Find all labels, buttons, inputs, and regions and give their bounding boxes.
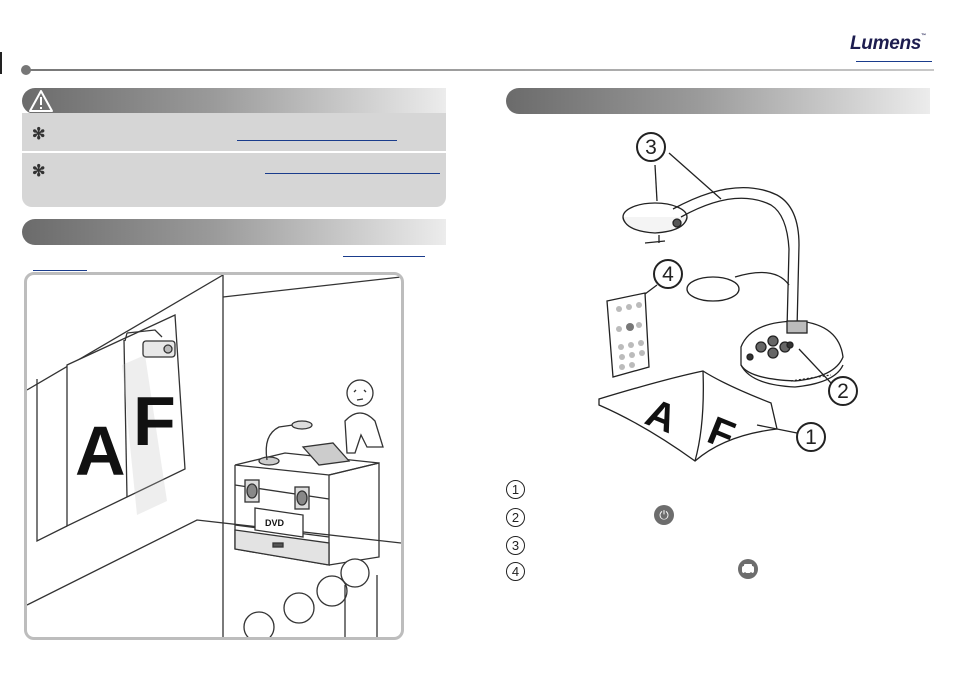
header-rule-dot — [21, 65, 31, 75]
header-rule — [28, 69, 934, 71]
note-1-link[interactable] — [237, 140, 397, 141]
warning-triangle-icon — [29, 90, 53, 112]
note-2-link[interactable] — [265, 173, 440, 174]
brand-trademark: ™ — [921, 33, 926, 39]
brand-logo: Lumens™ — [850, 33, 926, 55]
scene-header-bar — [22, 219, 446, 245]
product-illustration: 3 4 2 1 A F — [585, 125, 865, 470]
screen-letter-f: F — [133, 382, 176, 460]
note-bullet: ✻ — [32, 163, 46, 180]
screen-letter-a: A — [75, 412, 126, 490]
callout-3: 3 — [645, 136, 657, 159]
brand-name: Lumens — [850, 33, 922, 54]
warning-notes-divider — [22, 151, 446, 153]
classroom-illustration: A F DVD — [24, 272, 404, 640]
legend-number: 2 — [506, 508, 525, 527]
warning-notes-box — [22, 113, 446, 207]
legend-item-4: 4 — [506, 559, 866, 584]
legend-number: 4 — [506, 562, 525, 581]
document-camera-diagram: 3 4 2 1 A F — [598, 132, 858, 462]
legend-item-1: 1 — [506, 480, 866, 502]
legend-number: 3 — [506, 536, 525, 555]
power-icon: ⏻ — [654, 505, 674, 525]
logo-underline — [856, 61, 932, 62]
scene-link-part-2[interactable] — [33, 270, 87, 271]
legend-number: 1 — [506, 480, 525, 499]
note-bullet: ✻ — [32, 126, 46, 143]
callout-2: 2 — [837, 380, 849, 403]
scene-link-part-1[interactable] — [343, 256, 425, 257]
dvd-label: DVD — [265, 518, 285, 528]
callout-4: 4 — [662, 263, 674, 286]
page-edge-marker — [0, 52, 2, 74]
camera-mode-icon — [738, 559, 758, 579]
warning-header-bar — [22, 88, 446, 114]
callout-1: 1 — [805, 426, 817, 449]
classroom-scene: A F DVD — [27, 275, 401, 637]
legend-item-3: 3 — [506, 536, 866, 558]
legend-item-2: 2 ⏻ — [506, 505, 866, 530]
product-header-bar — [506, 88, 930, 114]
